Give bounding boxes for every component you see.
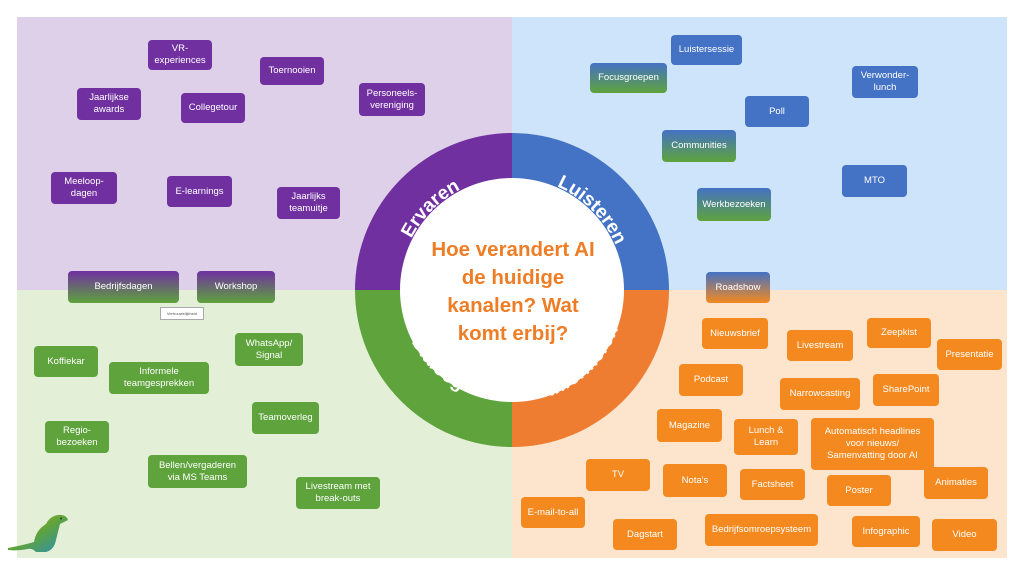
box-toernooien[interactable]: Toernooien: [260, 57, 324, 85]
box-bellen-vergaderen[interactable]: Bellen/vergaderen via MS Teams: [148, 455, 247, 488]
box-livestream-breakouts[interactable]: Livestream met break-outs: [296, 477, 380, 509]
box-podcast[interactable]: Podcast: [679, 364, 743, 396]
box-roadshow[interactable]: Roadshow: [706, 272, 770, 303]
box-notas[interactable]: Nota's: [663, 464, 727, 497]
box-collegetour[interactable]: Collegetour: [181, 93, 245, 123]
box-whatsapp-signal[interactable]: WhatsApp/ Signal: [235, 333, 303, 366]
box-narrowcasting[interactable]: Narrowcasting: [780, 378, 860, 410]
box-ai-headlines[interactable]: Automatisch headlines voor nieuws/ Samen…: [811, 418, 934, 470]
box-verwonderlunch[interactable]: Verwonder- lunch: [852, 66, 918, 98]
box-luistersessie[interactable]: Luistersessie: [671, 35, 742, 65]
central-ring-diagram: Ervaren Luisteren bottom-up Dialoog Info…: [355, 133, 669, 447]
box-koffiekar[interactable]: Koffiekar: [34, 346, 98, 377]
box-bedrijfsdagen[interactable]: Bedrijfsdagen: [68, 271, 179, 303]
box-jaarlijks-teamuitje[interactable]: Jaarlijks teamuitje: [277, 187, 340, 219]
box-poll[interactable]: Poll: [745, 96, 809, 127]
box-bedrijfsomroepsysteem[interactable]: Bedrijfsomroepsysteem: [705, 514, 818, 546]
box-livestream[interactable]: Livestream: [787, 330, 853, 361]
box-factsheet[interactable]: Factsheet: [740, 469, 805, 500]
box-personeelsvereniging[interactable]: Personeels- vereniging: [359, 83, 425, 116]
box-sharepoint[interactable]: SharePoint: [873, 374, 939, 406]
box-focusgroepen[interactable]: Focusgroepen: [590, 63, 667, 93]
box-dagstart[interactable]: Dagstart: [613, 519, 677, 550]
box-video[interactable]: Video: [932, 519, 997, 551]
box-tv[interactable]: TV: [586, 459, 650, 491]
box-communities[interactable]: Communities: [662, 130, 736, 162]
box-magazine[interactable]: Magazine: [657, 409, 722, 442]
box-workshop[interactable]: Workshop: [197, 271, 275, 303]
box-regiobezoeken[interactable]: Regio- bezoeken: [45, 421, 109, 453]
box-teamoverleg[interactable]: Teamoverleg: [252, 402, 319, 434]
otter-logo-icon: [8, 514, 68, 552]
box-mto[interactable]: MTO: [842, 165, 907, 197]
box-presentatie[interactable]: Presentatie: [937, 339, 1002, 370]
center-question: Hoe verandert AI de huidige kanalen? Wat…: [431, 238, 595, 345]
box-animaties[interactable]: Animaties: [924, 467, 988, 499]
box-infographic[interactable]: Infographic: [852, 516, 920, 547]
box-poster[interactable]: Poster: [827, 475, 891, 506]
box-e-learnings[interactable]: E-learnings: [167, 176, 232, 207]
box-lunch-learn[interactable]: Lunch & Learn: [734, 419, 798, 455]
box-jaarlijkse-awards[interactable]: Jaarlijkse awards: [77, 88, 141, 120]
box-email-to-all[interactable]: E-mail-to-all: [521, 497, 585, 528]
box-informele-teamgesprekken[interactable]: Informele teamgesprekken: [109, 362, 209, 394]
box-zeepkist[interactable]: Zeepkist: [867, 318, 931, 348]
box-nieuwsbrief[interactable]: Nieuwsbrief: [702, 318, 768, 349]
box-werkbezoeken[interactable]: Werkbezoeken: [697, 188, 771, 221]
vertrouwelijkheid-tag: Vertrouwelijkheid: [160, 307, 204, 320]
box-vr-experiences[interactable]: VR- experiences: [148, 40, 212, 70]
box-meeloopdagen[interactable]: Meeloop- dagen: [51, 172, 117, 204]
